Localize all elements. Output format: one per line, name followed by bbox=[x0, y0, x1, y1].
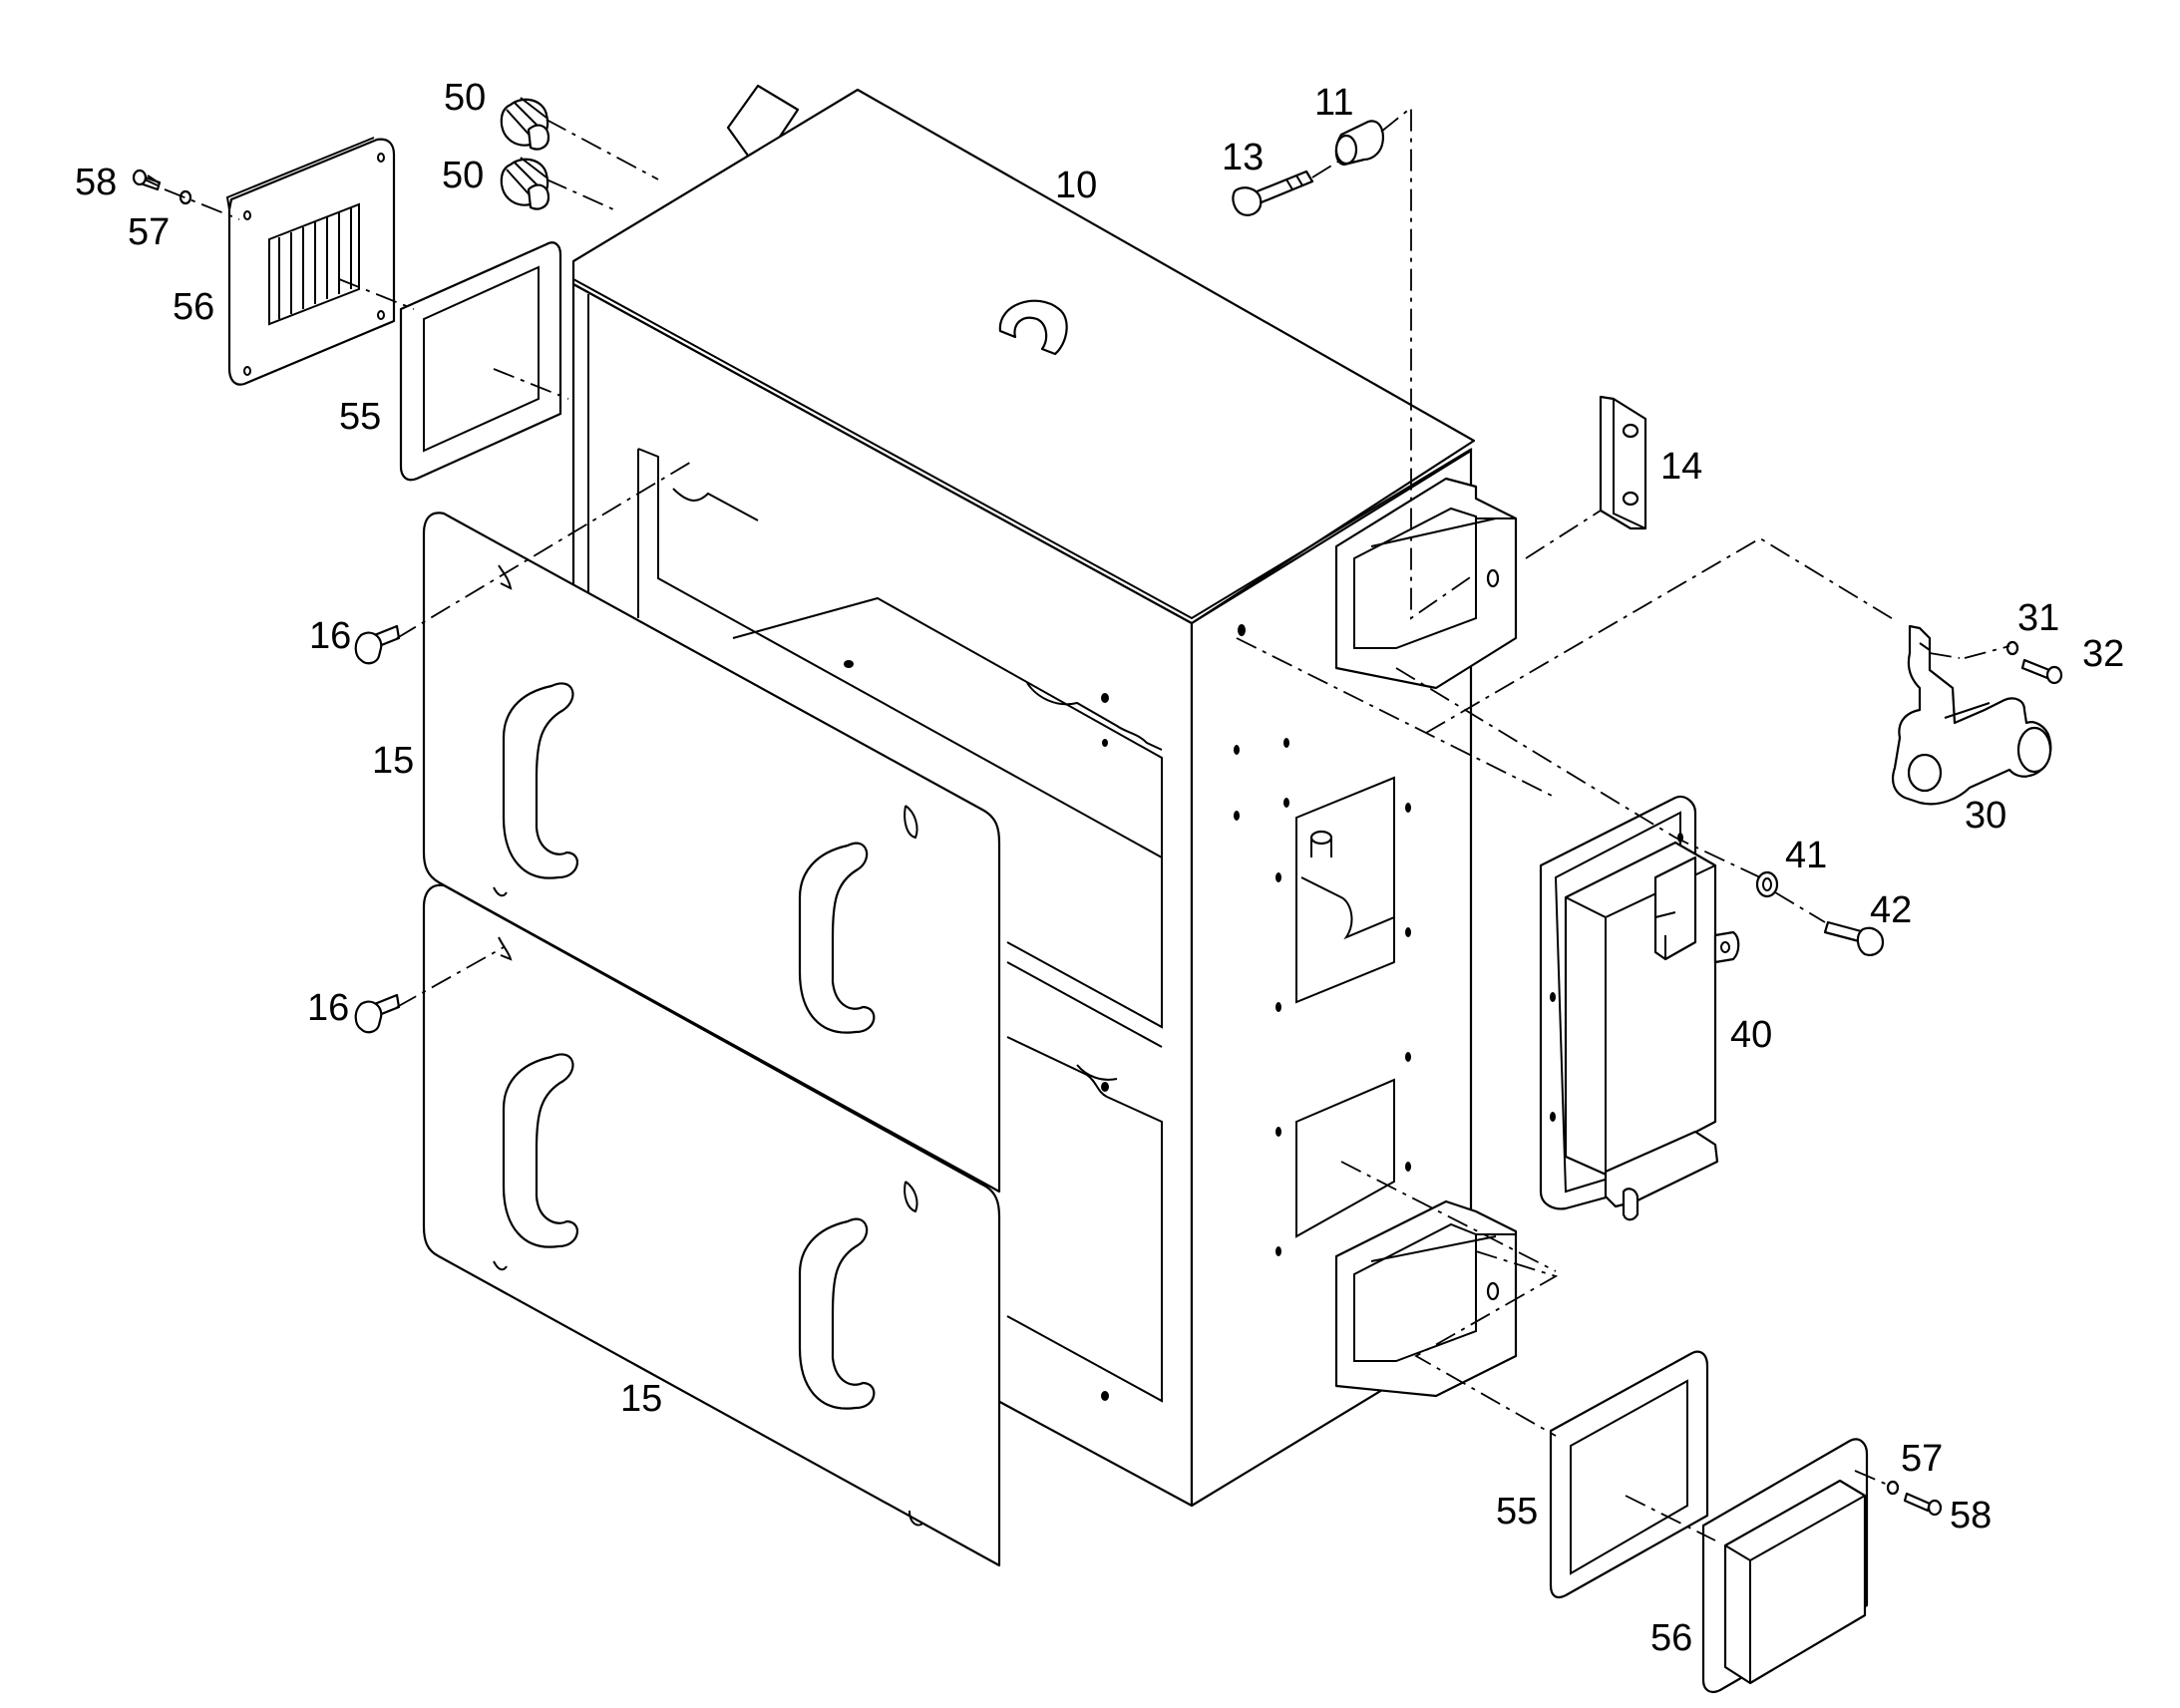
latch-30 bbox=[1891, 624, 2052, 806]
callout-42: 42 bbox=[1870, 889, 1912, 931]
screw-58-upper bbox=[132, 169, 162, 191]
gasket-55-lower bbox=[1549, 1350, 1709, 1599]
screw-32 bbox=[2020, 658, 2063, 685]
screw-16-upper bbox=[354, 624, 401, 665]
washer-41 bbox=[1755, 870, 1779, 898]
callout-41: 41 bbox=[1785, 835, 1827, 876]
callout-40: 40 bbox=[1730, 1014, 1772, 1056]
gasket-55-upper bbox=[399, 241, 562, 482]
callout-55-lower: 55 bbox=[1496, 1491, 1538, 1533]
callout-10: 10 bbox=[1055, 165, 1097, 206]
screw-16-lower bbox=[354, 993, 401, 1034]
callout-15-lower: 15 bbox=[620, 1378, 662, 1420]
bolt-13 bbox=[1232, 170, 1314, 216]
callout-labels: 10 11 13 14 15 15 16 16 30 31 32 40 41 4… bbox=[75, 77, 2124, 1659]
washer-57-upper bbox=[179, 189, 192, 205]
callout-31: 31 bbox=[2017, 597, 2059, 639]
callout-56-upper: 56 bbox=[173, 286, 214, 328]
callout-58-upper: 58 bbox=[75, 162, 117, 203]
washer-57-lower bbox=[1886, 1480, 1900, 1496]
callout-16-upper: 16 bbox=[309, 615, 351, 657]
bolt-42 bbox=[1823, 920, 1885, 956]
callout-16-lower: 16 bbox=[307, 987, 349, 1029]
callout-15-upper: 15 bbox=[372, 740, 414, 782]
cover-56-lower bbox=[1701, 1438, 1869, 1694]
callout-50-lower: 50 bbox=[442, 155, 484, 196]
spacer-11 bbox=[1334, 120, 1385, 167]
vent-grille-upper bbox=[225, 137, 396, 386]
callout-56-lower: 56 bbox=[1650, 1617, 1692, 1659]
callout-32: 32 bbox=[2082, 633, 2124, 675]
callout-55-upper: 55 bbox=[339, 396, 381, 438]
assembly-lines bbox=[164, 106, 2010, 1541]
callout-57-lower: 57 bbox=[1901, 1438, 1943, 1480]
callout-50-upper: 50 bbox=[444, 77, 486, 119]
callout-13: 13 bbox=[1222, 137, 1264, 178]
cable-gland-50-upper bbox=[500, 97, 550, 151]
screw-58-lower bbox=[1903, 1492, 1943, 1517]
front-cover-upper bbox=[422, 512, 1001, 1194]
callout-58-lower: 58 bbox=[1950, 1495, 1992, 1537]
callout-14: 14 bbox=[1660, 446, 1702, 488]
callout-57-upper: 57 bbox=[128, 211, 170, 253]
washer-31 bbox=[2005, 640, 2019, 656]
callout-11: 11 bbox=[1314, 82, 1353, 124]
plate-14 bbox=[1599, 395, 1647, 530]
front-cover-lower bbox=[422, 883, 1001, 1567]
control-unit-40 bbox=[1539, 795, 1740, 1221]
cable-gland-50-lower bbox=[500, 157, 550, 210]
callout-30: 30 bbox=[1965, 795, 2006, 837]
